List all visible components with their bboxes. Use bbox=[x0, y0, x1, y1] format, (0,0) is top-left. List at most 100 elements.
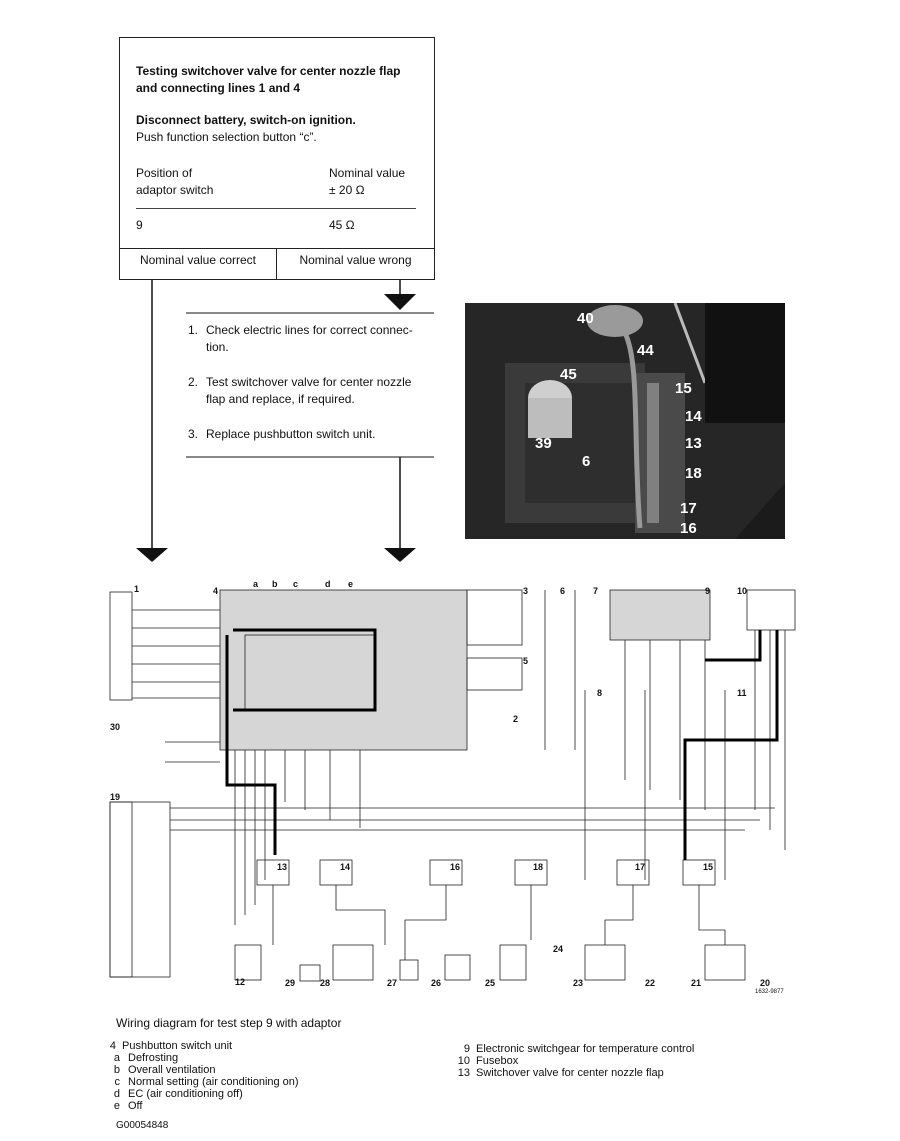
legend-key: e bbox=[113, 1100, 120, 1112]
component-label: 5 bbox=[523, 656, 528, 666]
nominal-header-line2: ± 20 Ω bbox=[329, 183, 365, 197]
test-procedure-box: Testing switchover valve for center nozz… bbox=[119, 37, 435, 280]
component-label: 7 bbox=[593, 586, 598, 596]
legend-key: 13 bbox=[457, 1067, 470, 1079]
component-label: 26 bbox=[431, 978, 441, 988]
photo-callout: 18 bbox=[685, 465, 702, 482]
component-label: 9 bbox=[705, 586, 710, 596]
test-title: Testing switchover valve for center nozz… bbox=[136, 64, 401, 95]
position-header-line2: adaptor switch bbox=[136, 183, 214, 197]
legend-value: EC (air conditioning off) bbox=[128, 1088, 243, 1100]
legend-item: 13 Switchover valve for center nozzle fl… bbox=[440, 1067, 694, 1079]
legend-key: c bbox=[114, 1076, 121, 1088]
legend-key: 10 bbox=[457, 1055, 470, 1067]
photo-callout: 44 bbox=[637, 342, 654, 359]
component-label: 17 bbox=[635, 862, 645, 872]
component-label: 10 bbox=[737, 586, 747, 596]
legend-key: d bbox=[113, 1088, 120, 1100]
photo-callout: 40 bbox=[577, 310, 594, 327]
table-rule bbox=[136, 208, 416, 209]
legend-key: a bbox=[113, 1052, 120, 1064]
component-photo: 40 44 45 15 14 13 18 17 16 39 6 bbox=[465, 303, 785, 539]
nominal-value: 45 Ω bbox=[329, 218, 355, 232]
photo-callout: 16 bbox=[680, 520, 697, 537]
diagram-caption: Wiring diagram for test step 9 with adap… bbox=[116, 1016, 342, 1030]
test-step: Disconnect battery, switch-on ignition. bbox=[136, 113, 356, 127]
action-number: 2. bbox=[188, 375, 199, 389]
component-label: 6 bbox=[560, 586, 565, 596]
component-label: 24 bbox=[553, 944, 563, 954]
legend-value: Pushbutton switch unit bbox=[122, 1040, 233, 1052]
component-label: 4 bbox=[213, 586, 218, 596]
nominal-header: Nominal value ± 20 Ω bbox=[329, 165, 405, 199]
component-label: 11 bbox=[737, 688, 747, 698]
legend-subitem: a Defrosting bbox=[86, 1052, 299, 1064]
legend-left: 4 Pushbutton switch unit a Defrosting b … bbox=[86, 1040, 299, 1112]
component-label: 16 bbox=[450, 862, 460, 872]
test-instruction: Push function selection button “c”. bbox=[136, 130, 317, 144]
legend-item: 10 Fusebox bbox=[440, 1055, 694, 1067]
photo-callout: 6 bbox=[582, 453, 590, 470]
nominal-header-line1: Nominal value bbox=[329, 166, 406, 180]
photo-callout: 13 bbox=[685, 435, 702, 452]
outcome-separator bbox=[276, 248, 277, 279]
component-label: 23 bbox=[573, 978, 583, 988]
action-text-cont: tion. bbox=[206, 340, 229, 354]
legend-value: Normal setting (air conditioning on) bbox=[128, 1076, 299, 1088]
legend-value: Fusebox bbox=[476, 1055, 519, 1067]
outcome-correct: Nominal value correct bbox=[139, 253, 257, 267]
position-header-line1: Position of bbox=[136, 166, 193, 180]
legend-subitem: e Off bbox=[86, 1100, 299, 1112]
component-label: 13 bbox=[277, 862, 287, 872]
position-header: Position of adaptor switch bbox=[136, 165, 213, 199]
action-text: Replace pushbutton switch unit. bbox=[206, 427, 376, 441]
component-label: 15 bbox=[703, 862, 713, 872]
flow-arrows bbox=[136, 280, 434, 562]
component-label: 3 bbox=[523, 586, 528, 596]
legend-value: Off bbox=[128, 1100, 143, 1112]
action-text: Test switchover valve for center nozzle bbox=[206, 375, 412, 389]
outcome-divider bbox=[120, 248, 434, 249]
legend-key: 4 bbox=[109, 1040, 116, 1052]
component-label: 8 bbox=[597, 688, 602, 698]
action-item: 1. Check electric lines for correct conn… bbox=[188, 322, 413, 356]
document-id: G00054848 bbox=[116, 1120, 169, 1131]
legend-subitem: b Overall ventilation bbox=[86, 1064, 299, 1076]
action-number: 1. bbox=[188, 323, 199, 337]
legend-key: b bbox=[113, 1064, 120, 1076]
legend-value: Electronic switchgear for temperature co… bbox=[476, 1043, 695, 1055]
component-label: 14 bbox=[340, 862, 350, 872]
action-number: 3. bbox=[188, 427, 199, 441]
component-label: 2 bbox=[513, 714, 518, 724]
component-label: 19 bbox=[110, 792, 120, 802]
component-label: 20 bbox=[760, 978, 770, 988]
photo-callout: 17 bbox=[680, 500, 697, 517]
component-label: 12 bbox=[235, 977, 245, 987]
switch-letter: e bbox=[348, 580, 353, 589]
photo-callout: 39 bbox=[535, 435, 552, 452]
legend-item: 4 Pushbutton switch unit bbox=[86, 1040, 299, 1052]
component-label: 18 bbox=[533, 862, 543, 872]
drawing-code: 1632-9877 bbox=[755, 989, 784, 995]
switch-letter: b bbox=[272, 580, 278, 589]
legend-subitem: c Normal setting (air conditioning on) bbox=[86, 1076, 299, 1088]
component-label: 21 bbox=[691, 978, 701, 988]
switch-letter: c bbox=[293, 580, 298, 589]
action-item: 2. Test switchover valve for center nozz… bbox=[188, 374, 413, 408]
position-value: 9 bbox=[136, 218, 143, 232]
wiring-diagram: 1 2 3 4 5 6 7 8 9 10 11 12 13 14 15 16 1… bbox=[109, 580, 796, 995]
legend-right: 9 Electronic switchgear for temperature … bbox=[440, 1043, 695, 1079]
action-item: 3. Replace pushbutton switch unit. bbox=[188, 426, 413, 443]
action-list: 1. Check electric lines for correct conn… bbox=[188, 322, 413, 443]
action-text: Check electric lines for correct connec- bbox=[206, 323, 413, 337]
component-label: 25 bbox=[485, 978, 495, 988]
photo-callout: 14 bbox=[685, 408, 702, 425]
legend-key: 9 bbox=[463, 1043, 470, 1055]
action-text-cont: flap and replace, if required. bbox=[206, 392, 355, 406]
component-label: 1 bbox=[134, 584, 139, 594]
photo-callout: 45 bbox=[560, 366, 577, 383]
component-label: 30 bbox=[110, 722, 120, 732]
component-label: 22 bbox=[645, 978, 655, 988]
legend-value: Overall ventilation bbox=[128, 1064, 216, 1076]
legend-subitem: d EC (air conditioning off) bbox=[86, 1088, 299, 1100]
